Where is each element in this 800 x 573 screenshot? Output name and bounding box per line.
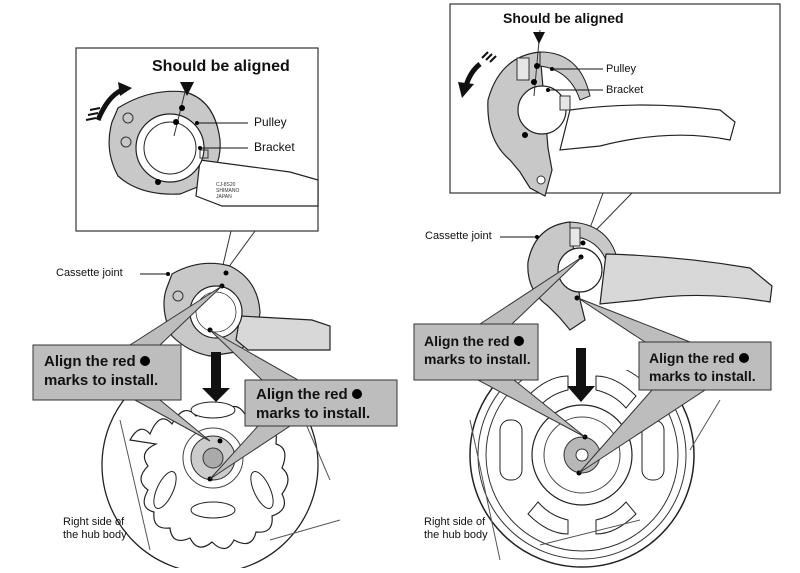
alignment-marker-icon <box>180 82 194 96</box>
red-mark-dot-icon <box>513 336 524 346</box>
left-part-marking: CJ-8S20 SHIMANO JAPAN <box>216 182 239 200</box>
left-hub-body <box>101 388 341 568</box>
part-brand-text: SHIMANO <box>216 188 240 194</box>
left-install-arrow-icon <box>202 352 230 402</box>
left-hub-label: Right side of the hub body <box>63 516 127 542</box>
right-bracket-label: Bracket <box>606 84 644 96</box>
right-callout-1-shape <box>413 256 586 438</box>
alignment-marker-icon <box>533 32 545 44</box>
left-callout-1: Align the red marks to install. <box>44 352 158 390</box>
left-cassette-joint <box>140 262 331 357</box>
rotation-arrow-clockwise-icon <box>85 82 132 121</box>
right-cassette-joint <box>500 221 773 331</box>
callout-line-1: Align the red <box>649 350 735 366</box>
right-inset-heading: Should be aligned <box>503 10 624 26</box>
right-inset-cassette-joint <box>487 29 736 197</box>
right-callout-2: Align the red marks to install. <box>649 349 756 385</box>
right-callout-2-shape <box>577 297 772 474</box>
left-bracket-label: Bracket <box>254 140 295 154</box>
left-panel <box>32 47 398 568</box>
callout-line-1: Align the red <box>424 333 510 349</box>
red-mark-dot-icon <box>351 389 362 399</box>
left-callout-2: Align the red marks to install. <box>256 385 370 423</box>
right-hub-label: Right side of the hub body <box>424 516 488 542</box>
right-panel <box>413 3 781 568</box>
hub-label-line-1: Right side of <box>424 516 486 528</box>
left-callout-2-shape <box>209 329 398 480</box>
right-pulley-label: Pulley <box>606 63 636 75</box>
hub-label-line-2: the hub body <box>424 529 488 541</box>
right-cassette-joint-label: Cassette joint <box>425 230 492 242</box>
callout-line-2: marks to install. <box>424 351 531 367</box>
rotation-arrow-counterclockwise-icon <box>458 51 497 98</box>
callout-line-1: Align the red <box>44 353 136 370</box>
left-callout-1-shape <box>32 285 223 442</box>
right-install-arrow-icon <box>567 348 595 402</box>
right-callout-1: Align the red marks to install. <box>424 332 531 368</box>
callout-line-1: Align the red <box>256 386 348 403</box>
callout-line-2: marks to install. <box>649 368 756 384</box>
left-inset-cassette-joint <box>108 82 319 207</box>
red-mark-dot-icon <box>738 353 749 363</box>
hub-label-line-2: the hub body <box>63 529 127 541</box>
left-pulley-label: Pulley <box>254 115 287 129</box>
pulley-red-mark-icon <box>179 105 185 111</box>
bracket-red-mark-icon <box>173 119 179 125</box>
red-mark-dot-icon <box>139 356 150 366</box>
part-model-text: CJ-8S20 <box>216 182 236 188</box>
part-origin-text: JAPAN <box>216 194 232 200</box>
callout-line-2: marks to install. <box>44 372 159 389</box>
callout-line-2: marks to install. <box>256 405 371 422</box>
hub-label-line-1: Right side of <box>63 516 125 528</box>
left-inset-heading: Should be aligned <box>152 58 290 75</box>
left-cassette-joint-label: Cassette joint <box>56 267 123 279</box>
